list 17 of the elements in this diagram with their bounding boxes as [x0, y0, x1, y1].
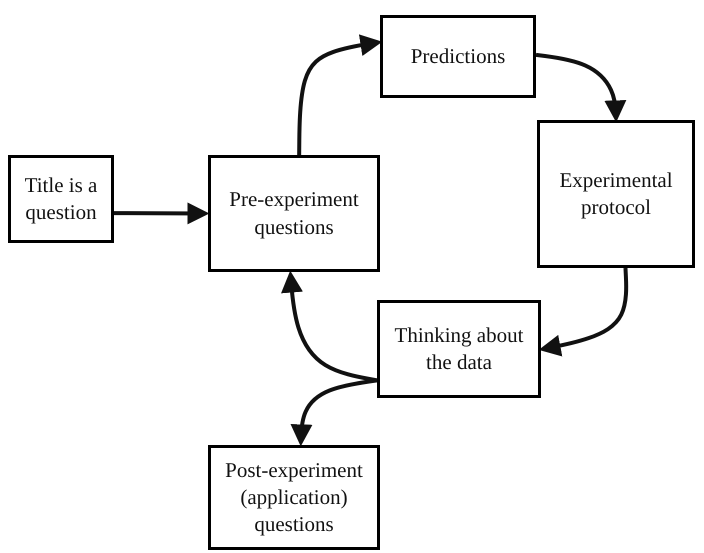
box-label: Thinking about the data — [394, 322, 524, 376]
process-box — [380, 15, 536, 98]
box-label: Title is a question — [24, 172, 98, 226]
arrow — [114, 202, 210, 224]
process-box — [208, 445, 380, 550]
box-label: Experimental protocol — [558, 166, 674, 221]
box-label: Predictions — [410, 42, 506, 70]
process-box — [377, 300, 541, 398]
box-label: Pre-experiment questions — [228, 186, 360, 240]
arrow — [281, 270, 378, 382]
arrow — [297, 34, 382, 156]
process-box — [208, 155, 380, 272]
arrow — [290, 378, 378, 446]
box-label: Post-experiment (application) questions — [224, 456, 364, 538]
process-box — [8, 155, 114, 243]
arrow — [536, 52, 626, 122]
process-box — [537, 120, 695, 268]
